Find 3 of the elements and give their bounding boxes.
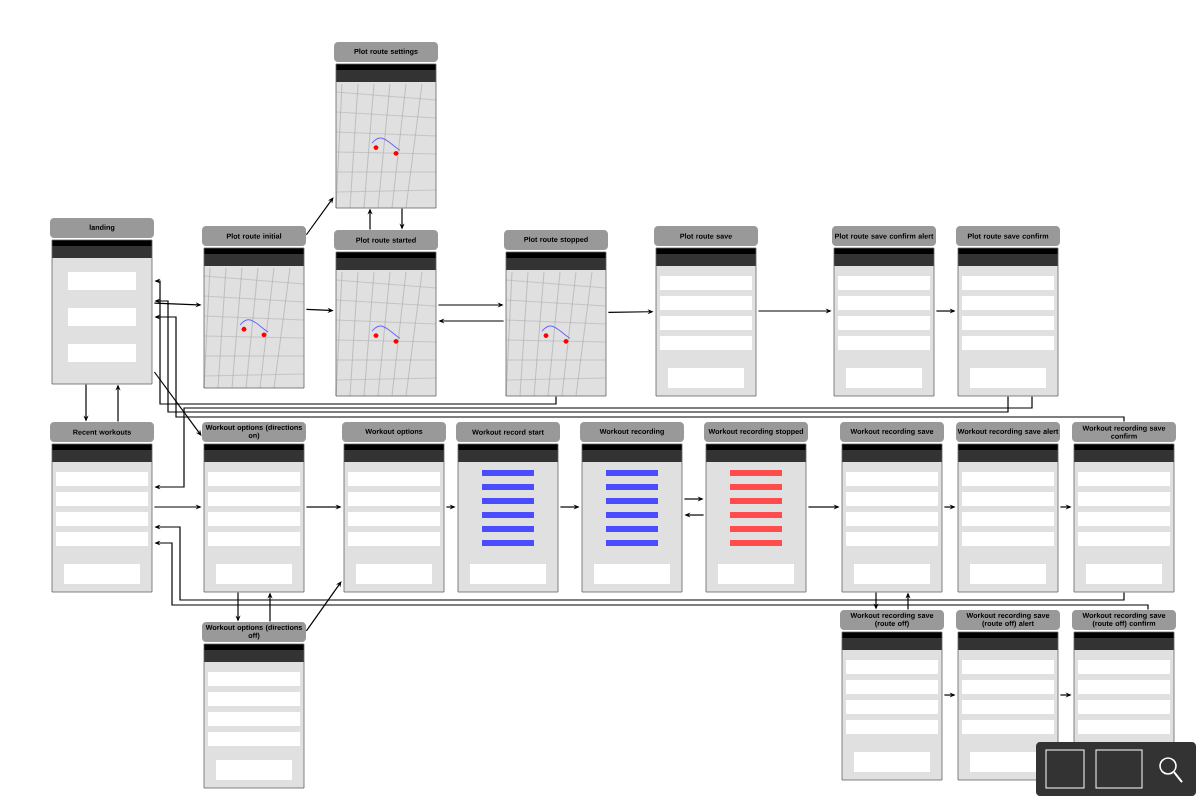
- arrow: [305, 197, 334, 236]
- arrow: [305, 581, 342, 632]
- arrow: [153, 371, 202, 436]
